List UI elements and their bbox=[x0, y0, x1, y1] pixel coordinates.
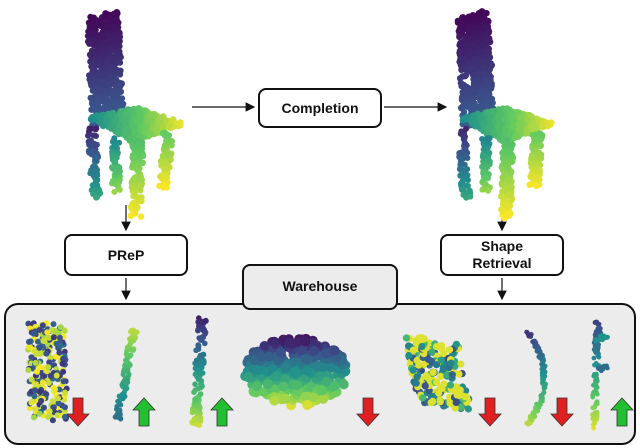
shape-retrieval-text: Shape Retrieval bbox=[472, 238, 531, 272]
item-chair-seat bbox=[240, 333, 351, 411]
complete-chair-pointcloud bbox=[454, 8, 555, 222]
item-chair-leg-long bbox=[189, 315, 209, 428]
prep-label: PReP bbox=[107, 246, 145, 263]
prep-box: PReP bbox=[64, 234, 188, 276]
item-chair-frame bbox=[590, 319, 610, 431]
arrow-up-2 bbox=[132, 397, 156, 427]
partial-chair-legs bbox=[85, 125, 175, 220]
arrow-down-1 bbox=[66, 397, 90, 427]
complete-chair-backrest bbox=[454, 8, 498, 130]
arrow-up-7 bbox=[610, 397, 634, 427]
warehouse-items bbox=[25, 315, 634, 431]
completion-box: Completion bbox=[258, 88, 382, 128]
partial-chair-pointcloud bbox=[84, 9, 184, 220]
item-seat-fragment bbox=[402, 334, 473, 413]
arrow-down-5 bbox=[478, 397, 502, 427]
shape-retrieval-line1: Shape bbox=[480, 238, 523, 254]
arrow-down-6 bbox=[550, 397, 574, 427]
item-curved-rail bbox=[524, 329, 548, 427]
arrow-up-3 bbox=[210, 397, 234, 427]
item-partial-slab bbox=[25, 320, 70, 424]
shape-retrieval-box: Shape Retrieval bbox=[440, 234, 564, 276]
complete-chair-seat bbox=[459, 105, 555, 145]
shape-retrieval-line2: Retrieval bbox=[472, 255, 532, 271]
completion-label: Completion bbox=[281, 99, 359, 116]
warehouse-tab: Warehouse bbox=[242, 264, 398, 310]
connector-arrows bbox=[121, 102, 507, 301]
complete-chair-legs bbox=[456, 125, 546, 222]
arrow-down-4 bbox=[356, 397, 380, 427]
warehouse-label: Warehouse bbox=[282, 278, 358, 294]
item-chair-leg bbox=[112, 327, 140, 422]
